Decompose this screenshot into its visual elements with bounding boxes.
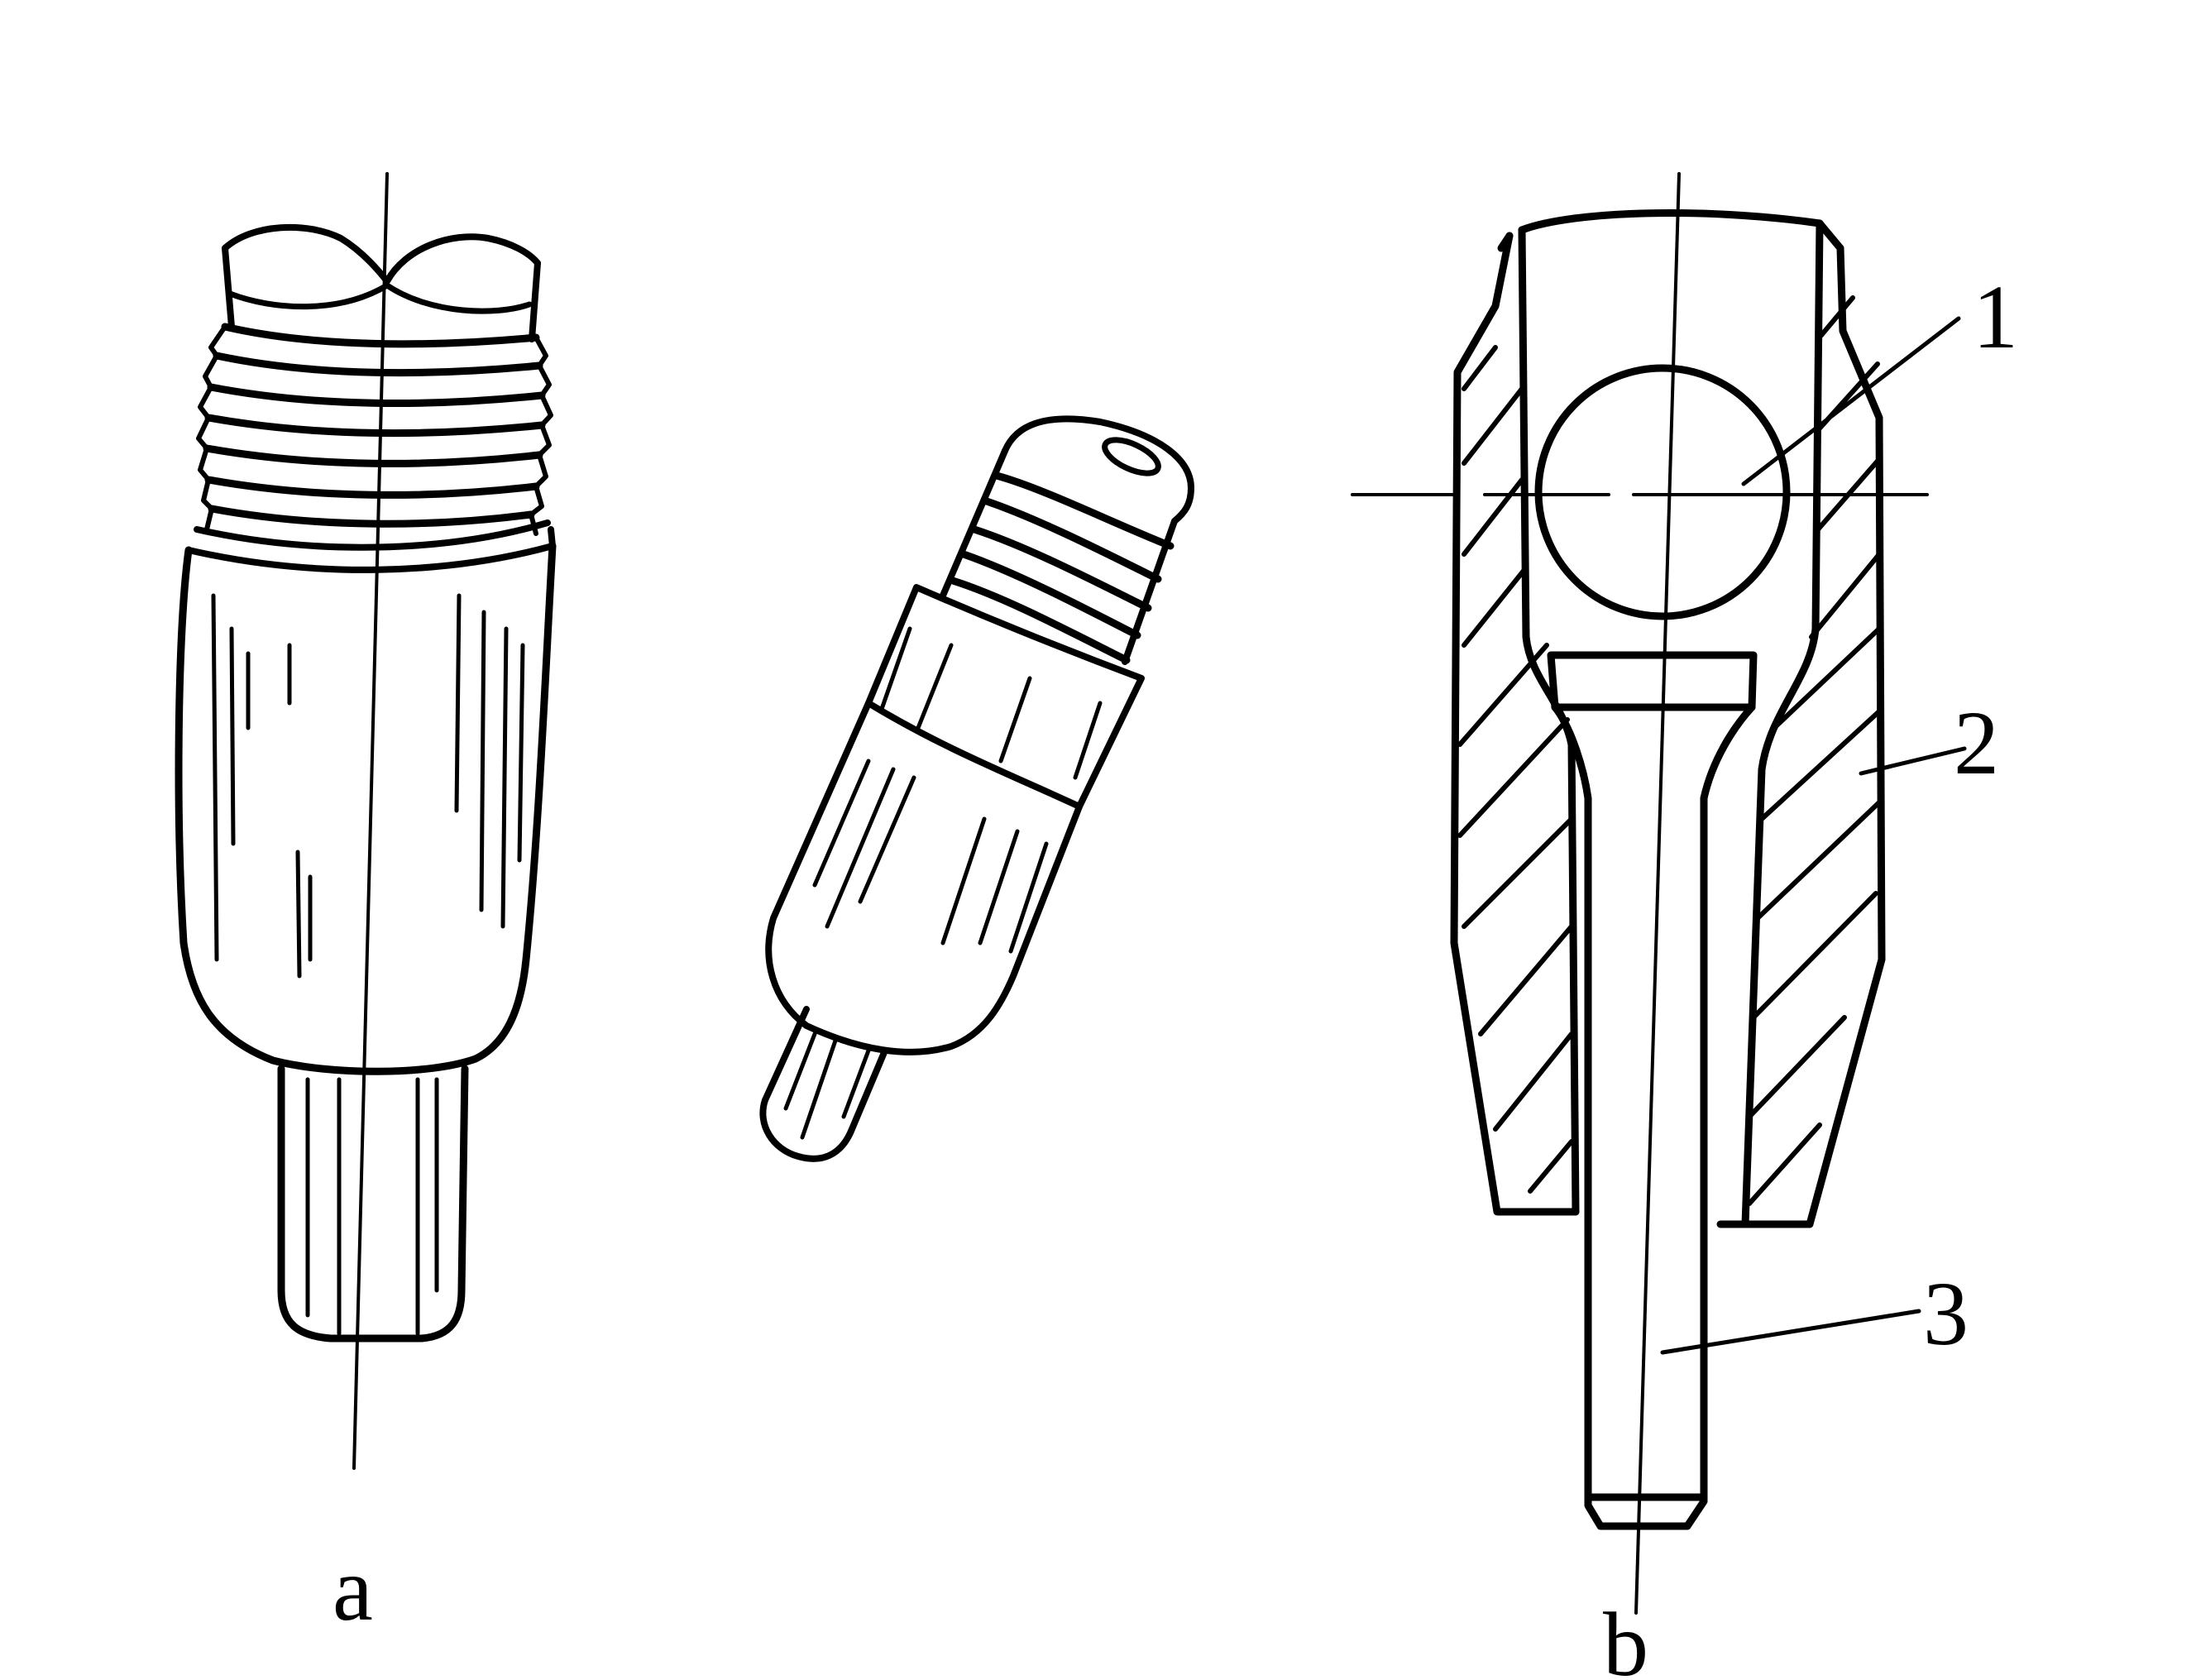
stud-tip-hole xyxy=(1102,437,1161,476)
caption-a: a xyxy=(333,1539,373,1639)
stud-barrel-hatching xyxy=(812,626,1103,954)
callout-2: 2 xyxy=(1954,692,1999,793)
stud-tip xyxy=(1002,415,1194,524)
leader-lines xyxy=(1660,316,1967,1355)
ball xyxy=(1534,364,1791,620)
shaft-wall-left xyxy=(222,245,235,330)
stud-thread-grooves xyxy=(949,471,1175,664)
leader-3 xyxy=(1660,1309,1921,1355)
part-a-angled-stud xyxy=(759,415,1194,1162)
pin xyxy=(1547,651,1758,1530)
barrel-body xyxy=(175,542,557,1075)
lower-stem xyxy=(277,1065,469,1343)
leader-2 xyxy=(1859,746,1967,776)
thread-flank-left xyxy=(196,324,227,532)
break-line-top xyxy=(222,223,541,285)
part-a-left-shaft xyxy=(175,172,557,1470)
callout-3: 3 xyxy=(1923,1263,1969,1364)
callout-1: 1 xyxy=(1973,266,2018,367)
stud-pin-hatching xyxy=(783,1031,871,1140)
leader-1 xyxy=(1741,316,1961,486)
caption-b: b xyxy=(1603,1594,1648,1680)
thread-flank-right xyxy=(529,335,553,536)
center-axis xyxy=(352,172,389,1470)
stud-barrel xyxy=(765,700,1083,1055)
center-axis-b xyxy=(1634,172,1681,1615)
stud-collar xyxy=(865,584,1145,810)
thread-grooves xyxy=(203,323,546,528)
housing-hatching xyxy=(1457,295,1882,1206)
stud-pin xyxy=(759,1006,888,1162)
part-b-section xyxy=(1351,172,1929,1615)
break-line-bottom xyxy=(227,282,533,314)
shaft-wall-right xyxy=(529,260,541,342)
barrel-hatching xyxy=(211,593,525,979)
collar-band xyxy=(194,519,551,551)
collar-band-lower xyxy=(185,526,556,573)
stem-hatching xyxy=(305,1077,439,1336)
